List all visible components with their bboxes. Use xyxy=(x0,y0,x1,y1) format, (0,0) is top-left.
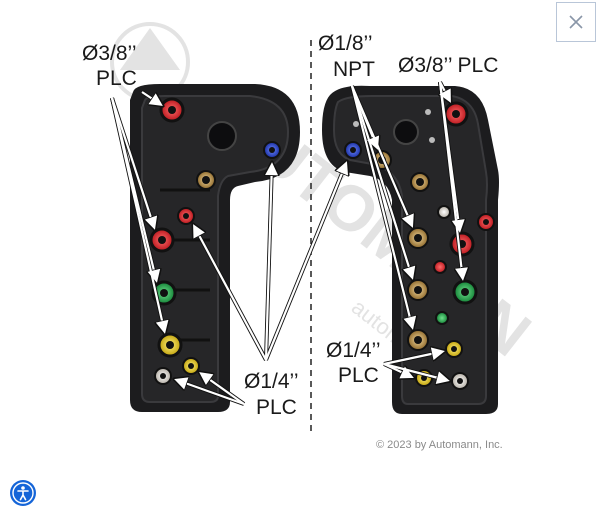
port-red xyxy=(433,260,447,274)
close-button[interactable] xyxy=(556,2,596,42)
left-large-port-size: Ø3/8’’ xyxy=(82,42,136,65)
left-small-port-size: Ø1/4’’ xyxy=(244,370,298,393)
right-npt-size: Ø1/8’’ xyxy=(318,32,372,55)
leader-arrows xyxy=(110,81,463,406)
left-small-port-type: PLC xyxy=(256,396,297,419)
accessibility-icon xyxy=(12,482,34,504)
copyright-text: © 2023 by Automann, Inc. xyxy=(376,439,503,451)
right-small-port-type: PLC xyxy=(338,364,379,387)
left-manifold xyxy=(130,84,300,412)
port-white xyxy=(437,205,451,219)
close-icon xyxy=(569,15,583,29)
right-small-port-size: Ø1/4’’ xyxy=(326,339,380,362)
right-npt-type: NPT xyxy=(333,58,375,81)
accessibility-button[interactable] xyxy=(10,480,36,506)
right-large-port: Ø3/8’’ PLC xyxy=(398,54,498,77)
port-green xyxy=(435,311,449,325)
left-ports xyxy=(149,97,281,385)
left-large-port-type: PLC xyxy=(96,67,137,90)
